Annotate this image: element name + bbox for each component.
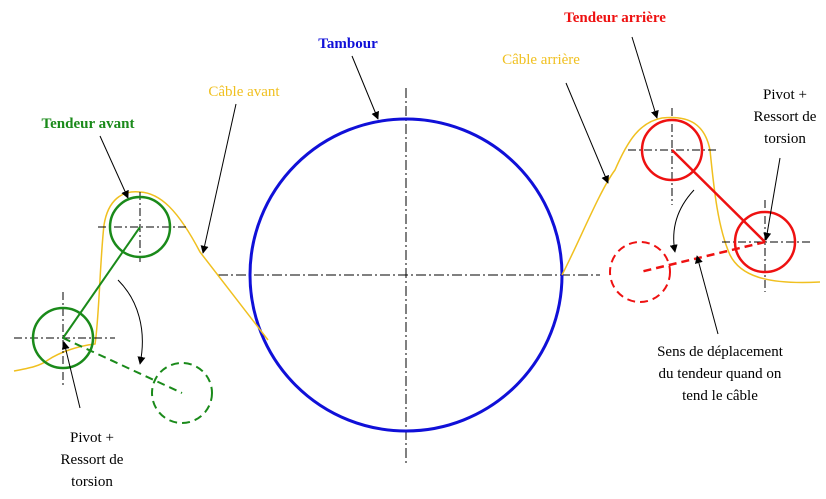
tendeur-arriere-pointer (631, 36, 659, 119)
front-tensioner-pulley (108, 195, 172, 259)
front-tensioner-arm-alt (62, 337, 183, 394)
label-cable-arriere: Câble arrière (502, 52, 580, 68)
label-tambour: Tambour (318, 36, 378, 52)
front-tensioner-pulley-alt (151, 362, 213, 424)
sens-pointer (695, 255, 719, 335)
label-cable-avant: Câble avant (208, 84, 280, 100)
labels: Tambour Câble avant Tendeur avant Câble … (42, 10, 817, 490)
rear-tensioner (609, 108, 812, 303)
label-pivot-left-2: Ressort de (61, 452, 124, 468)
rear-movement-arrow (669, 189, 695, 253)
label-pivot-right-1: Pivot + (763, 87, 807, 103)
front-tensioner-arm (62, 226, 141, 339)
label-pivot-right-2: Ressort de (754, 109, 817, 125)
drum (218, 88, 600, 464)
front-cable (13, 191, 269, 372)
label-pivot-left-1: Pivot + (70, 430, 114, 446)
front-movement-arrow (117, 279, 146, 365)
label-pivot-right-3: torsion (764, 131, 806, 147)
front-tensioner-pivot (31, 306, 95, 370)
cable-avant-pointer (200, 103, 237, 254)
label-tendeur-arriere: Tendeur arrière (564, 10, 666, 26)
rear-tensioner-pivot (733, 210, 797, 274)
label-sens-3: tend le câble (682, 388, 758, 404)
pivot-right-pointer (763, 157, 781, 241)
front-tensioner (14, 192, 213, 424)
rear-tensioner-arm-alt (639, 240, 766, 274)
cable (13, 116, 821, 372)
cable-arriere-pointer (565, 82, 609, 184)
pointer-arrows (61, 36, 781, 409)
tambour-pointer (351, 55, 379, 120)
label-sens-1: Sens de déplacement (657, 344, 784, 360)
label-pivot-left-3: torsion (71, 474, 113, 490)
rear-tensioner-pulley-alt (609, 241, 671, 303)
rear-tensioner-pulley (640, 118, 704, 182)
label-sens-2: du tendeur quand on (659, 366, 782, 382)
rear-tensioner-arm (671, 149, 766, 243)
tendeur-avant-pointer (99, 135, 129, 199)
label-tendeur-avant: Tendeur avant (42, 116, 135, 132)
pivot-left-pointer (61, 341, 81, 409)
